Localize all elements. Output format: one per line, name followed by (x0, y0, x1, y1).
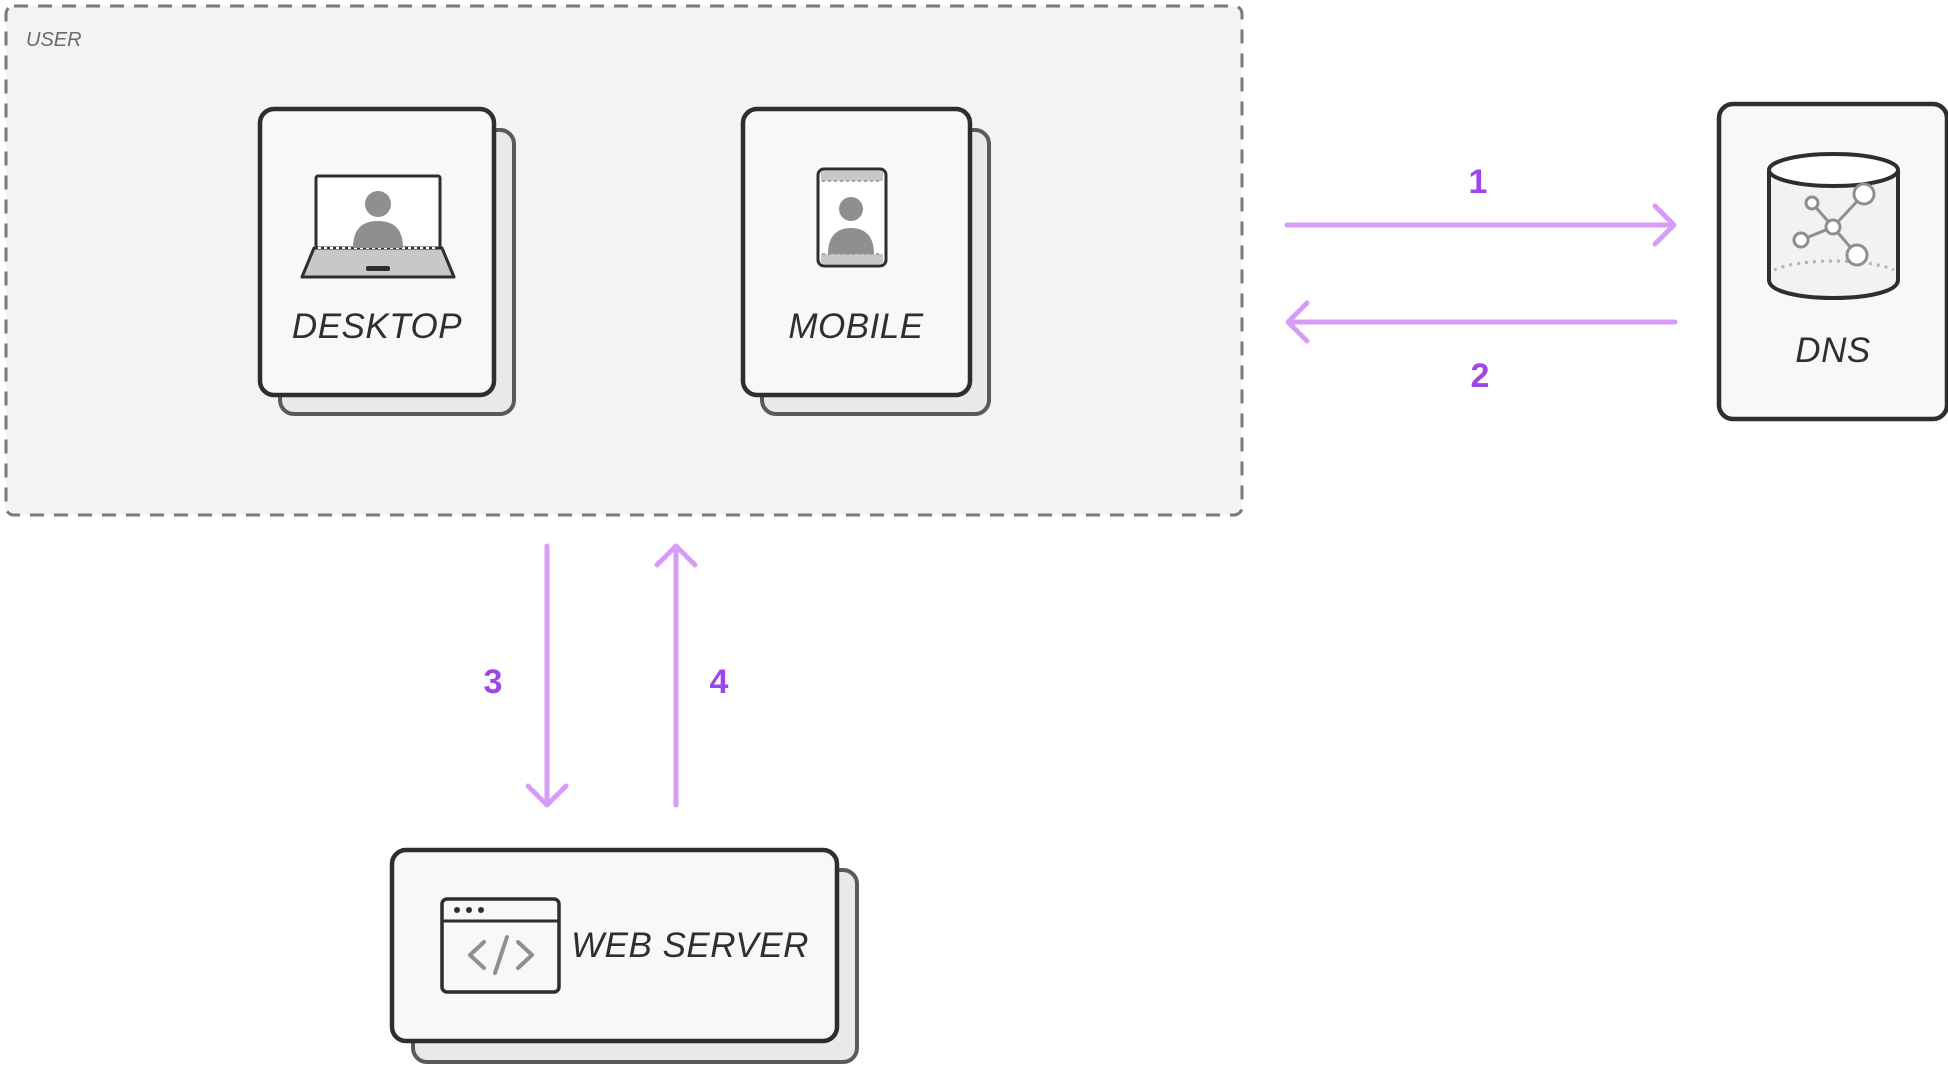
laptop-user-icon (300, 174, 456, 279)
step-3-label: 3 (484, 663, 503, 701)
user-group-boundary (4, 4, 1244, 517)
desktop-label: DESKTOP (292, 307, 462, 346)
user-group-label: USER (26, 29, 82, 51)
browser-code-icon (440, 897, 561, 994)
arrow-step-4: 4 (654, 543, 729, 808)
arrow-step-1: 1 (1284, 163, 1677, 247)
mobile-node[interactable]: MOBILE (740, 106, 991, 416)
dns-label: DNS (1795, 331, 1870, 370)
desktop-node[interactable]: DESKTOP (257, 106, 516, 416)
arrow-step-3: 3 (484, 543, 569, 808)
web-server-label: WEB SERVER (571, 926, 809, 965)
mobile-label: MOBILE (788, 307, 923, 346)
web-server-node[interactable]: WEB SERVER (389, 847, 859, 1064)
step-2-label: 2 (1471, 357, 1490, 395)
step-1-label: 1 (1469, 163, 1488, 201)
dns-node[interactable]: DNS (1716, 101, 1948, 422)
step-4-label: 4 (710, 663, 729, 701)
phone-user-icon (816, 167, 888, 268)
database-network-icon (1767, 152, 1900, 300)
arrow-step-2: 2 (1285, 300, 1678, 395)
user-group: USER (4, 4, 1244, 517)
